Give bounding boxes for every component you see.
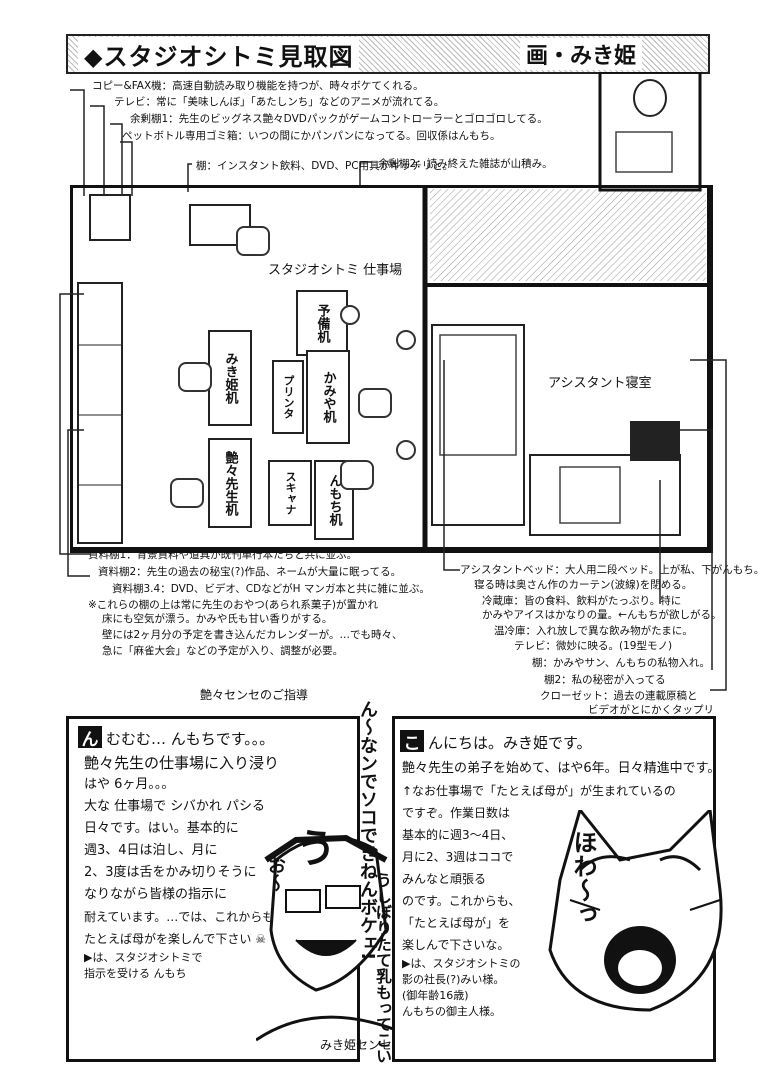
page-credit: 画・みき姫 xyxy=(520,38,643,70)
cat-sound: ほわ～っ xyxy=(569,830,597,926)
miki-line: 「たとえば母が」を xyxy=(402,916,511,930)
shout-o: お～ xyxy=(265,856,286,892)
miki-line: ですぞ。作業日数は xyxy=(402,806,511,820)
caption-tsuya-guidance: 艶々センセのご指導 xyxy=(200,688,309,702)
note-bed: アシスタントベッド：大人用二段ベッド。上が私、下がんもち。 xyxy=(460,564,765,576)
nmochi-line: むむむ… んもちです。。。 xyxy=(106,730,275,748)
desk-tsuya: 艶々先生机 xyxy=(208,438,252,528)
nmochi-line: 日々です。はい。基本的に xyxy=(84,821,239,836)
shout-u: う xyxy=(296,826,336,872)
note-shelf-secret: 棚2：私の秘密が入ってる xyxy=(544,674,666,686)
note-fridge: 冷蔵庫：皆の食料、飲料がたっぷり。特に xyxy=(482,595,682,607)
note-shelf-top: ※これらの棚の上は常に先生のおやつ(あられ系菓子)が置かれ xyxy=(88,599,378,611)
desk-miki: みき姫机 xyxy=(208,330,252,426)
note-calendar: 壁には2ヶ月分の予定を書き込んだカレンダーが。…でも時々、 xyxy=(102,629,403,641)
note-shelf: 棚：インスタント飲料、DVD、PC用具がギッチリと。 xyxy=(196,160,454,172)
left-leader-lines xyxy=(59,293,90,577)
note-closet: クローゼット：過去の連載原稿と xyxy=(540,690,698,702)
shout-tsuya: ん～なンでソコできねんボケェ! xyxy=(357,700,378,961)
studio-label: スタジオシトミ 仕事場 xyxy=(268,263,403,278)
miki-line: んにちは。みき姫です。 xyxy=(428,734,592,752)
nmochi-line: 耐えています。…では、これからも xyxy=(84,910,275,924)
chair xyxy=(170,478,204,508)
miki-text-body: 艶々先生の弟子を始めて、はや6年。日々精進中です。 ↑なお仕事場で「たとえば母が… xyxy=(402,758,720,1020)
floor-plan xyxy=(70,185,713,553)
cat-drawing xyxy=(548,810,723,1012)
bottom-right-notes: アシスタントベッド：大人用二段ベッド。上が私、下がんもち。 寝る時は奥さん作のカ… xyxy=(460,564,765,716)
note-warmer: 温冷庫：入れ放しで異な飲み物がたまに。 xyxy=(494,625,693,637)
nmochi-line: 艶々先生の仕事場に入り浸り xyxy=(84,754,280,772)
page-title: ◆スタジオシトミ見取図 xyxy=(78,37,360,72)
miki-line: んもちの御主人様。 xyxy=(402,1005,501,1018)
miki-line: (御年齢16歳) xyxy=(402,989,469,1002)
note-sweet-air: 床にも空気が漂う。かみや氏も甘い香りがする。 xyxy=(102,613,333,625)
miki-line: ▶は、スタジオシトミの xyxy=(402,957,521,970)
miki-initial: こ xyxy=(400,730,424,754)
miki-line: 基本的に週3～4日、 xyxy=(402,828,514,842)
tsuya-character-drawing xyxy=(256,834,397,1042)
assistant-room-label: アシスタント寝室 xyxy=(548,376,652,391)
note-shelf-private: 棚：かみやサン、んもちの私物入れ。 xyxy=(532,657,710,669)
chair xyxy=(178,362,212,392)
note-tv: テレビ：常に「美味しんぼ」「あたしンち」などのアニメが流れてる。 xyxy=(114,96,445,108)
note-copy-fax: コピー&FAX機：高速自動読み取り機能を持つが、時々ボケてくれる。 xyxy=(92,80,424,92)
note-tv-room: テレビ：微妙に映る。(19型モノ) xyxy=(514,640,673,652)
chair xyxy=(236,226,270,256)
nmochi-initial: ん xyxy=(78,726,102,750)
note-shelf-2-material: 資料棚2：先生の過去の秘宝(?)作品、ネームが大量に眠ってる。 xyxy=(98,566,402,578)
note-closet-video: ビデオがとにかくタップリ xyxy=(588,704,714,716)
miki-line: のです。これからも、 xyxy=(402,894,521,908)
top-notes: コピー&FAX機：高速自動読み取り機能を持つが、時々ボケてくれる。 テレビ：常に… xyxy=(80,80,620,142)
pillar xyxy=(396,330,416,350)
miki-text-first: んにちは。みき姫です。 xyxy=(428,732,592,754)
chair xyxy=(358,388,392,418)
nmochi-line: なりながら皆様の指示に xyxy=(84,887,228,902)
top-leader-lines xyxy=(70,89,372,196)
miki-line: 楽しんで下さいな。 xyxy=(402,938,510,952)
nmochi-line: ▶は、スタジオシトミで xyxy=(84,951,203,964)
pillar xyxy=(396,440,416,460)
miki-line: ↑なお仕事場で「たとえば母が」が生まれているの xyxy=(402,784,676,798)
miki-line: 影の社長(?)みい様。 xyxy=(402,973,505,986)
miki-line: 艶々先生の弟子を始めて、はや6年。日々精進中です。 xyxy=(402,761,721,776)
miki-line: 月に2、3週はココで xyxy=(402,850,514,864)
nmochi-line: 週3、4日は泊し、月に xyxy=(84,843,218,858)
desk-spare: 予備机 xyxy=(296,290,348,356)
bathroom xyxy=(598,72,702,192)
bottom-left-notes: 資料棚1：背景資料や道具が既刊単行本たちと共に並ぶ。 資料棚2：先生の過去の秘宝… xyxy=(88,549,448,657)
nmochi-line: 指示を受ける んもち xyxy=(84,967,187,980)
nmochi-line: 大な 仕事場で シバかれ パシる xyxy=(84,799,266,814)
miki-line: みんなと頑張る xyxy=(402,872,487,886)
right-leader-lines xyxy=(443,359,727,691)
note-mahjong: 急に「麻雀大会」などの予定が入り、調整が必要。 xyxy=(102,645,344,657)
chair xyxy=(340,460,374,490)
note-shelf-1: 余剰棚1：先生のビッグネス艶々DVDパックがゲームコントローラーとゴロゴロしてる… xyxy=(130,113,548,125)
desk-scanner: スキャナ xyxy=(268,460,312,526)
shout-milk: うしぼりたて乳もってこい xyxy=(373,872,392,1064)
nmochi-line: たとえば母がを楽しんで下さい ☠ xyxy=(84,932,266,946)
note-bottle-bin: ペットボトル専用ゴミ箱：いつの間にかパンパンになってる。回収係はんもち。 xyxy=(122,130,501,142)
desk-printer: プリンタ xyxy=(272,360,304,434)
note-shelf-1-material: 資料棚1：背景資料や道具が既刊単行本たちと共に並ぶ。 xyxy=(88,549,358,561)
nmochi-text: むむむ… んもちです。。。 xyxy=(106,728,274,750)
nmochi-line: はや 6ヶ月。。。 xyxy=(84,777,175,792)
note-curtain: 寝る時は奥さん作のカーテン(波線)を閉める。 xyxy=(474,579,693,591)
nmochi-line: 2、3度は舌をかみ切りそうに xyxy=(84,865,257,880)
note-shelf-34-material: 資料棚3.4：DVD、ビデオ、CDなどがH マンガ本と共に雑に並ぶ。 xyxy=(112,583,430,595)
desk-kamiya: かみや机 xyxy=(306,350,350,444)
nmochi-text-body: 艶々先生の仕事場に入り浸り はや 6ヶ月。。。 大な 仕事場で シバかれ パシる… xyxy=(84,752,279,982)
note-ice: かみやアイスはかなりの量。←んもちが欲しがる。 xyxy=(482,609,722,621)
pillar xyxy=(340,305,360,325)
note-shelf-2: 余剰棚2：読み終えた雑誌が山積み。 xyxy=(378,158,553,170)
